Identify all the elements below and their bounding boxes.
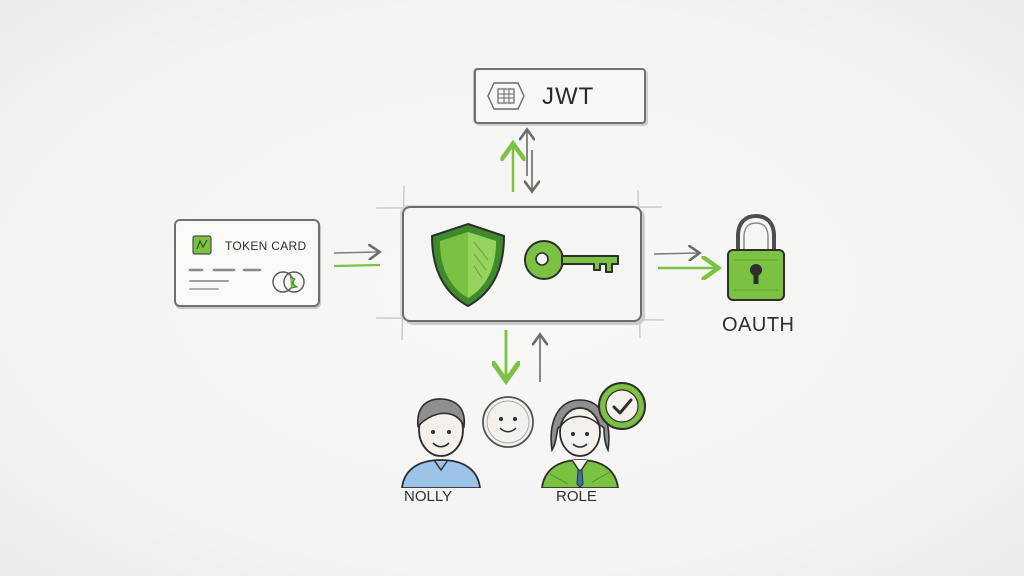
token-to-central-arrows — [333, 252, 380, 268]
padlock-icon — [727, 213, 785, 301]
key-icon — [524, 240, 619, 280]
user-label-role: ROLE — [556, 488, 597, 505]
auth-core-node — [402, 206, 642, 322]
central-users-arrows — [506, 330, 540, 382]
token-card-label: TOKEN CARD — [225, 239, 307, 253]
check-badge-icon — [598, 382, 646, 430]
shield-icon — [430, 222, 506, 308]
central-to-oauth-arrows — [653, 253, 716, 268]
jwt-label: JWT — [542, 83, 595, 110]
user-avatar-icon — [541, 399, 619, 488]
chip-icon — [192, 235, 212, 255]
card-logo-icon — [272, 271, 305, 293]
jwt-arrows — [513, 131, 532, 192]
token-card-node: TOKEN CARD — [174, 219, 320, 307]
face-icon — [482, 396, 534, 448]
jwt-node: JWT — [474, 68, 646, 124]
user-label-nolly: NOLLY — [404, 488, 453, 505]
token-chip-icon — [487, 82, 525, 110]
card-lines — [188, 268, 262, 290]
user-avatar-icon — [401, 398, 481, 488]
oauth-label: OAUTH — [722, 314, 795, 336]
